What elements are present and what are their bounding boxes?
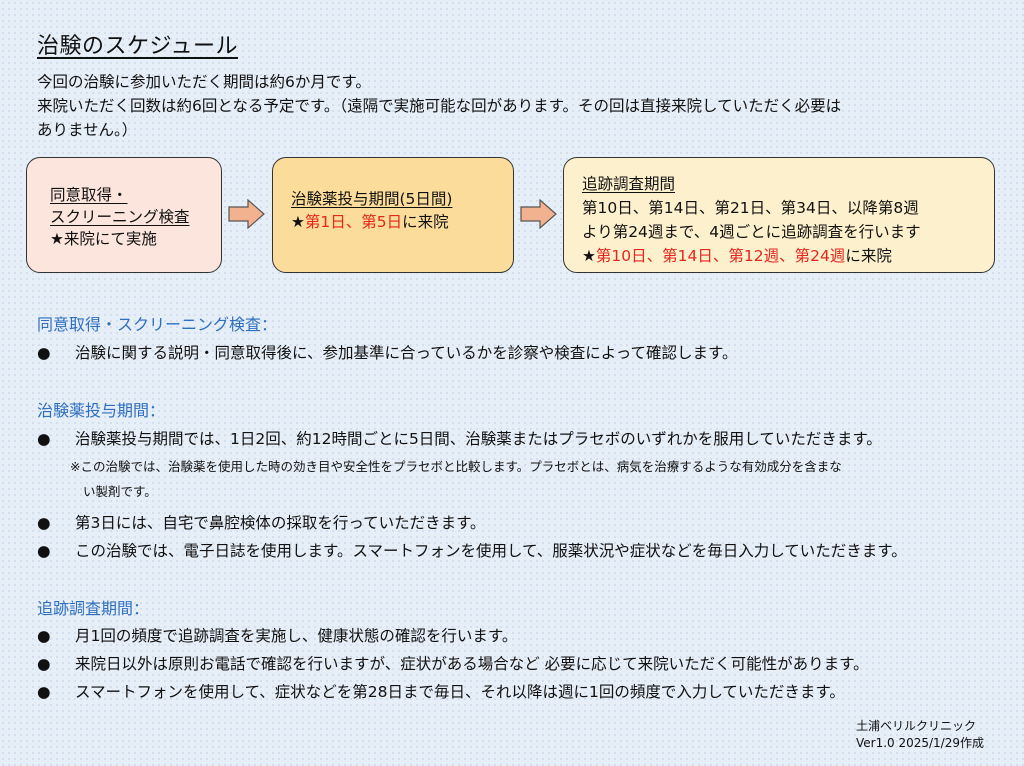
- list-item-text: 治験薬投与期間では、1日2回、約12時間ごとに5日間、治験薬またはプラセボのいず…: [75, 430, 882, 448]
- list-item-text: 第3日には、自宅で鼻腔検体の採取を行っていただきます。: [75, 514, 486, 532]
- intro-text: 今回の治験に参加いただく期間は約6か月です。 来院いただく回数は約6回となる予定…: [37, 70, 997, 142]
- visit-days-highlight: 第1日、第5日: [304, 213, 403, 231]
- star-icon: ★: [291, 213, 305, 231]
- list-item-text: この治験では、電子日誌を使用します。スマートフォンを使用して、服薬状況や症状など…: [75, 542, 907, 560]
- bullet-icon: ●: [37, 514, 51, 532]
- note-line: ※この治験では、治験薬を使用した時の効き目や安全性をプラセボと比較します。プラセ…: [70, 459, 842, 474]
- flow-box-line: 第10日、第14日、第21日、第34日、以降第8週: [582, 199, 919, 217]
- intro-line: 今回の治験に参加いただく期間は約6か月です。: [37, 73, 371, 91]
- section-heading-followup: 追跡調査期間：: [37, 599, 150, 618]
- version-info: Ver1.0 2025/1/29作成: [855, 736, 984, 750]
- placebo-note: ※この治験では、治験薬を使用した時の効き目や安全性をプラセボと比較します。プラセ…: [70, 454, 990, 504]
- bullet-icon: ●: [37, 627, 51, 645]
- flow-box-title: スクリーニング検査: [50, 208, 190, 226]
- flow-box-title: 治験薬投与期間(5日間): [291, 190, 453, 208]
- arrow-right-icon: [520, 199, 557, 229]
- list-item: ● 来院日以外は原則お電話で確認を行いますが、症状がある場合など 必要に応じて来院…: [37, 652, 869, 674]
- flow-box-visit-days: ★第10日、第14日、第12週、第24週に来院: [582, 244, 994, 268]
- list-item: ● 治験薬投与期間では、1日2回、約12時間ごとに5日間、治験薬またはプラセボのい…: [37, 427, 882, 449]
- list-item: ● 第3日には、自宅で鼻腔検体の採取を行っていただきます。: [37, 511, 486, 533]
- clinic-name: 土浦ベリルクリニック: [855, 719, 976, 733]
- flow-box-screening: 同意取得・ スクリーニング検査 ★来院にて実施: [26, 157, 222, 273]
- list-item: ● 月1回の頻度で追跡調査を実施し、健康状態の確認を行います。: [37, 624, 517, 646]
- list-item-text: 治験に関する説明・同意取得後に、参加基準に合っているかを診察や検査によって確認し…: [75, 344, 738, 362]
- list-item: ● 治験に関する説明・同意取得後に、参加基準に合っているかを診察や検査によって確認…: [37, 341, 737, 363]
- bullet-icon: ●: [37, 344, 51, 362]
- list-item-text: スマートフォンを使用して、症状などを第28日まで毎日、それ以降は週に1回の頻度で…: [75, 683, 845, 701]
- section-heading-dosing: 治験薬投与期間：: [37, 401, 166, 420]
- flow-box-note: ★来院にて実施: [50, 230, 157, 248]
- flow-box-title: 追跡調査期間: [582, 175, 676, 193]
- arrow-right-icon: [228, 199, 265, 229]
- page-title: 治験のスケジュール: [37, 34, 238, 59]
- visit-days-suffix: に来院: [845, 247, 892, 265]
- flow-box-visit-days: ★第1日、第5日に来院: [291, 211, 513, 234]
- star-icon: ★: [582, 247, 596, 265]
- flow-box-dosing: 治験薬投与期間(5日間) ★第1日、第5日に来院: [272, 157, 514, 273]
- flow-box-line: より第24週まで、4週ごとに追跡調査を行います: [582, 223, 921, 241]
- list-item: ● この治験では、電子日誌を使用します。スマートフォンを使用して、服薬状況や症状な…: [37, 539, 907, 561]
- visit-days-suffix: に来院: [402, 213, 449, 231]
- flow-box-title: 同意取得・: [50, 186, 128, 204]
- bullet-icon: ●: [37, 683, 51, 701]
- intro-line: 来院いただく回数は約6回となる予定です。（遠隔で実施可能な回があります。その回は…: [37, 97, 842, 115]
- section-heading-screening: 同意取得・スクリーニング検査：: [37, 315, 278, 334]
- note-line: い製剤です。: [83, 484, 157, 499]
- list-item-text: 来院日以外は原則お電話で確認を行いますが、症状がある場合など 必要に応じて来院い…: [75, 655, 869, 673]
- bullet-icon: ●: [37, 655, 51, 673]
- list-item: ● スマートフォンを使用して、症状などを第28日まで毎日、それ以降は週に1回の頻度…: [37, 680, 845, 702]
- intro-line: ありません。）: [37, 121, 138, 139]
- bullet-icon: ●: [37, 542, 51, 560]
- visit-days-highlight: 第10日、第14日、第12週、第24週: [595, 247, 846, 265]
- list-item-text: 月1回の頻度で追跡調査を実施し、健康状態の確認を行います。: [75, 627, 518, 645]
- footer: 土浦ベリルクリニック Ver1.0 2025/1/29作成: [856, 718, 984, 752]
- bullet-icon: ●: [37, 430, 51, 448]
- flow-box-followup: 追跡調査期間 第10日、第14日、第21日、第34日、以降第8週 より第24週ま…: [563, 157, 995, 273]
